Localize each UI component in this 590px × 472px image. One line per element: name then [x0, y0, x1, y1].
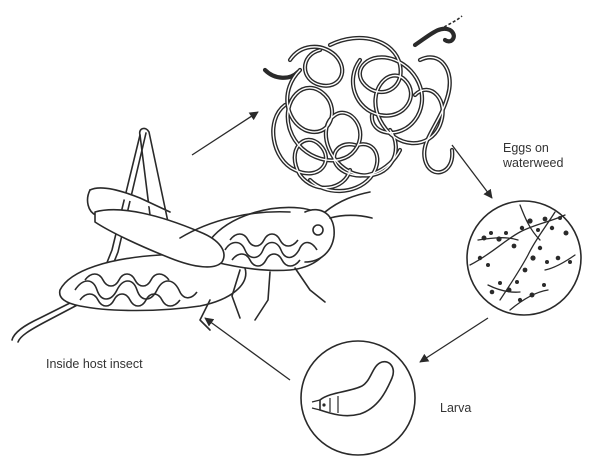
eggs-label-line-2: waterweed [503, 156, 563, 171]
arrow-eggs-to-larva [420, 318, 488, 362]
arrow-host-to-worms [192, 112, 258, 155]
eggs-label-line-1: Eggs on [503, 141, 563, 156]
arrow-larva-to-host [205, 318, 290, 380]
inside-host-insect-label: Inside host insect [46, 357, 143, 372]
eggs-on-waterweed-label: Eggs on waterweed [503, 141, 563, 171]
arrow-worms-to-eggs [452, 145, 492, 198]
larva-circle [301, 341, 415, 455]
adult-worm-tangle [265, 29, 454, 191]
larva-label: Larva [440, 401, 471, 416]
grasshopper-host-insect [12, 128, 372, 342]
eggs-on-waterweed-circle [467, 201, 581, 315]
